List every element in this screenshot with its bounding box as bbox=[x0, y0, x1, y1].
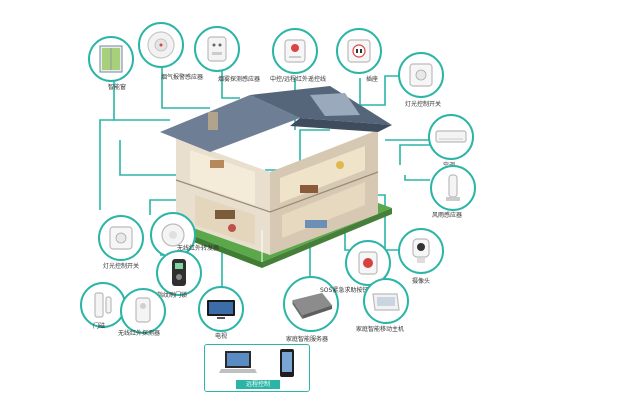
line-ac2 bbox=[399, 144, 430, 165]
camera-icon bbox=[412, 238, 430, 263]
door-sensor-icon bbox=[94, 292, 112, 318]
ir-remote-node bbox=[272, 28, 318, 74]
light-switch-top-label: 灯光控制开关 bbox=[405, 101, 442, 108]
fingerprint-lock-node bbox=[156, 250, 202, 296]
wind-sensor-label: 风雨感应器 bbox=[432, 212, 463, 219]
window-icon bbox=[99, 45, 123, 73]
laptop-icon bbox=[219, 351, 257, 373]
line-smoke bbox=[161, 62, 210, 109]
pir-sensor-icon bbox=[135, 297, 151, 323]
smoke-detector-wireless-label: 烟气报警感应器 bbox=[161, 74, 204, 81]
fingerprint-lock-label: 指纹刷门锁 bbox=[157, 292, 188, 299]
wireless-ir-transmitter-label: 无线红外转发器 bbox=[177, 245, 220, 252]
air-conditioner-icon bbox=[435, 130, 467, 143]
light-switch-top-node bbox=[398, 52, 444, 98]
smoke-sensor-node bbox=[194, 26, 240, 72]
wind-sensor-node bbox=[430, 165, 476, 211]
smoke-detector-icon bbox=[147, 31, 175, 59]
sos-button-icon bbox=[358, 251, 378, 275]
wireless-ir-detector-node bbox=[120, 288, 166, 334]
server-icon bbox=[292, 292, 333, 319]
light-switch-left-label: 灯光控制开关 bbox=[103, 263, 140, 270]
ir-remote-icon bbox=[284, 39, 306, 63]
wireless-ir-detector-label: 无线红外探测器 bbox=[118, 330, 161, 337]
door-sensor-node bbox=[80, 282, 126, 328]
ir-remote-label: 中控/远程红外遥控线 bbox=[270, 76, 327, 83]
wireless-ir-transmitter-node bbox=[150, 212, 196, 258]
line-left-b bbox=[99, 119, 114, 210]
line-wind bbox=[404, 175, 430, 181]
line-light-top bbox=[360, 75, 402, 106]
sos-button-label: SOS紧急求助按钮 bbox=[320, 287, 369, 294]
control-panel-icon bbox=[372, 293, 400, 311]
smart-window-node bbox=[88, 36, 134, 82]
phone-icon bbox=[280, 349, 294, 377]
tv-node bbox=[198, 286, 244, 332]
transmitter-icon bbox=[161, 223, 185, 247]
smoke-detector-label: 烟雾探测感应器 bbox=[218, 76, 261, 83]
camera-node bbox=[398, 228, 444, 274]
line-left-a bbox=[119, 140, 180, 176]
socket-node bbox=[336, 28, 382, 74]
socket-label: 插座 bbox=[366, 76, 379, 83]
sensor-plug-icon bbox=[207, 36, 227, 62]
air-conditioner-node bbox=[428, 114, 474, 160]
remote-control-panel: 远程控制 bbox=[204, 344, 310, 392]
control-host-label: 家庭智能移动主机 bbox=[356, 326, 405, 333]
line-smoke2 bbox=[221, 70, 240, 99]
home-server-label: 家庭智能服务器 bbox=[286, 336, 329, 343]
home-server-node bbox=[283, 276, 339, 332]
smart-window-label: 智能窗 bbox=[108, 84, 127, 91]
door-sensor-label: 门磁 bbox=[93, 323, 106, 330]
tv-icon bbox=[207, 300, 235, 319]
switch-icon bbox=[409, 63, 433, 87]
switch-icon bbox=[109, 226, 133, 250]
control-host-node bbox=[363, 278, 409, 324]
tv-label: 电视 bbox=[215, 333, 228, 340]
wind-sensor-icon bbox=[446, 174, 460, 201]
fingerprint-lock-icon bbox=[172, 259, 186, 286]
smoke-detector-node bbox=[138, 22, 184, 68]
camera-label: 摄像头 bbox=[412, 278, 431, 285]
light-switch-left-node bbox=[98, 215, 144, 261]
remote-control-label: 远程控制 bbox=[236, 380, 280, 389]
socket-icon bbox=[347, 39, 371, 63]
